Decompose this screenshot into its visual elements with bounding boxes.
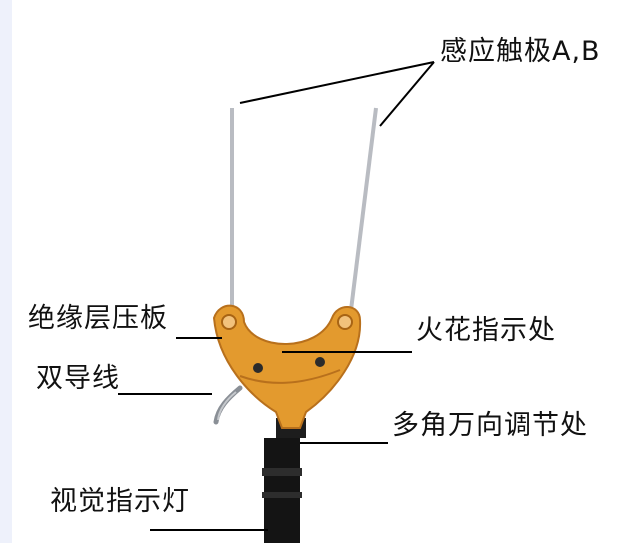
leader-sensor-b xyxy=(379,61,435,127)
handle-ring-lower xyxy=(262,492,302,498)
spark-gap-right xyxy=(315,357,325,367)
mount-hole-right xyxy=(337,314,353,330)
label-sensor-plates: 感应触极A,B xyxy=(440,36,601,67)
leader-sensor-a xyxy=(239,61,435,104)
mount-hole-left xyxy=(221,314,237,330)
dual-wire-sheath xyxy=(217,391,237,421)
handle-ring-upper xyxy=(262,468,302,476)
label-insulation-plate: 绝缘层压板 xyxy=(28,303,168,334)
insulation-plate xyxy=(212,304,362,429)
label-dual-wire: 双导线 xyxy=(36,363,120,394)
handle xyxy=(264,438,300,543)
label-multi-angle-joint: 多角万向调节处 xyxy=(392,410,588,441)
label-visual-indicator: 视觉指示灯 xyxy=(50,486,190,517)
dual-wire xyxy=(213,385,243,425)
label-spark-indicator: 火花指示处 xyxy=(416,315,556,346)
sensor-rod-b xyxy=(348,107,378,319)
spark-gap-left xyxy=(253,363,263,373)
plate-trace xyxy=(239,369,341,384)
left-edge-strip xyxy=(0,0,12,543)
